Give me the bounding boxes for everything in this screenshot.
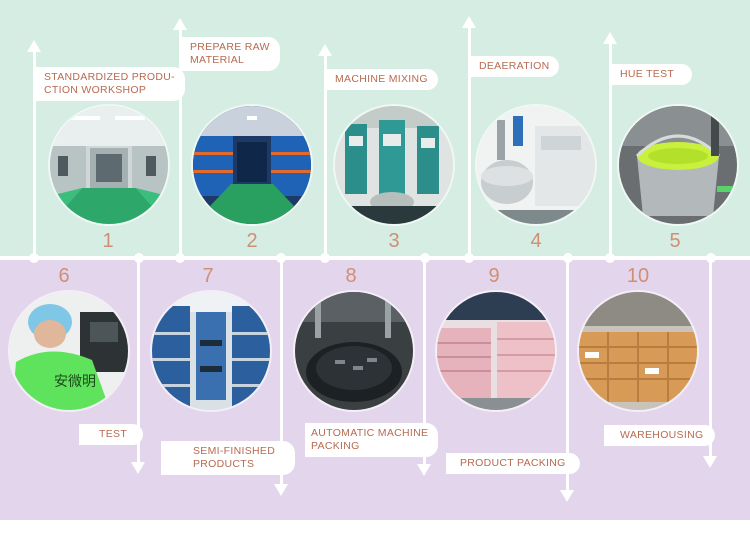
step-8-number: 8 [345,265,357,287]
step-9-connector [566,258,569,494]
step-6-number: 6 [58,265,70,287]
step-5-photo [619,106,737,224]
step-10-photo [579,292,697,410]
step-1-photo [50,106,168,224]
step-1-connector [33,50,36,258]
step-7-photo [152,292,270,410]
step-10-arrow-icon [703,456,717,468]
step-10-number: 10 [626,265,650,287]
step-7-number: 7 [202,265,214,287]
step-8-arrow-icon [417,464,431,476]
timeline-divider [0,256,750,260]
mixing-machine-photo [335,106,453,224]
pink-boxes-stack-photo [437,292,555,410]
step-3-photo [335,106,453,224]
step-5-arrow-icon [603,32,617,44]
step-6-photo: 安微明 [10,292,128,410]
step-2-arrow-icon [173,18,187,30]
semi-finished-shelves-photo [152,292,270,410]
step-3-number: 3 [388,230,400,252]
step-10-connector [709,258,712,458]
timeline-dot [29,253,39,263]
step-8-connector [423,258,426,468]
step-4-arrow-icon [462,16,476,28]
step-4-connector [468,26,471,258]
step-2-label: PREPARE RAW MATERIAL [180,37,280,71]
step-7-connector [280,258,283,488]
step-3-label: MACHINE MIXING [325,69,438,90]
deaeration-machine-photo [477,106,595,224]
step-1-number: 1 [102,230,114,252]
step-6-arrow-icon [131,462,145,474]
step-9-number: 9 [488,265,500,287]
step-1-label: STANDARDIZED PRODU- CTION WORKSHOP [34,67,185,101]
timeline-dot [605,253,615,263]
step-7-arrow-icon [274,484,288,496]
step-2-connector [179,28,182,258]
step-4-label: DEAERATION [469,56,560,77]
step-7-label: SEMI-FINISHED PRODUCTS [161,441,296,475]
step-10-label: WAREHOUSING [604,425,716,446]
timeline-dot [175,253,185,263]
timeline-dot [464,253,474,263]
green-paint-bucket-photo [619,106,737,224]
step-2-photo [193,106,311,224]
step-4-photo [477,106,595,224]
step-6-label: TEST [79,424,144,445]
raw-material-warehouse-photo [193,106,311,224]
step-4-number: 4 [530,230,542,252]
step-3-arrow-icon [318,44,332,56]
step-5-label: HUE TEST [610,64,693,85]
white-footer [0,520,750,550]
step-8-photo [295,292,413,410]
step-8-label: AUTOMATIC MACHINE PACKING [305,423,439,457]
step-3-connector [324,54,327,258]
step-5-number: 5 [669,230,681,252]
step-1-arrow-icon [27,40,41,52]
step-5-connector [609,42,612,258]
step-2-number: 2 [246,230,258,252]
carton-warehouse-photo [579,292,697,410]
automatic-packing-machine-photo [295,292,413,410]
step-9-photo [437,292,555,410]
step-9-arrow-icon [560,490,574,502]
worker-testing-photo: 安微明 [10,292,128,410]
step-6-connector [137,258,140,466]
cleanroom-workshop-photo [50,106,168,224]
step-9-label: PRODUCT PACKING [446,453,580,474]
shirt-text: 安微明 [54,374,96,390]
timeline-dot [320,253,330,263]
